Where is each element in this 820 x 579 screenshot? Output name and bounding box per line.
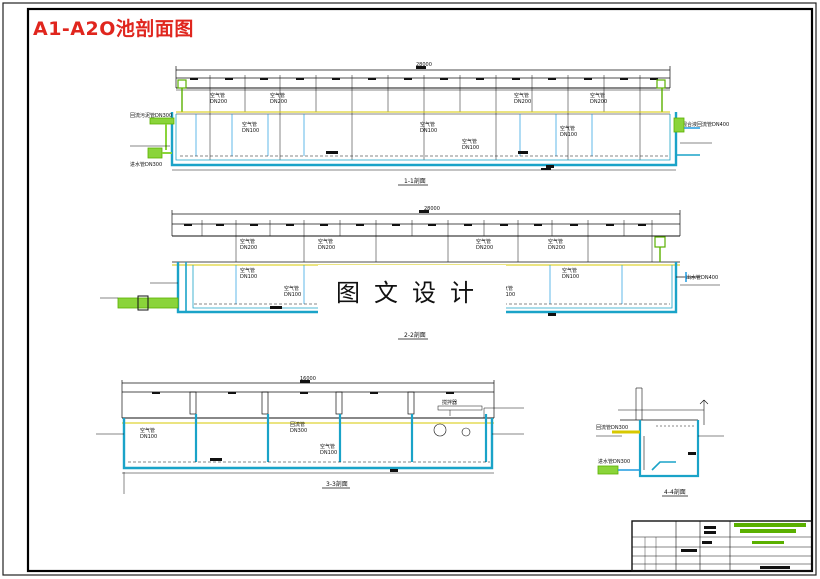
svg-text:出水管DN400: 出水管DN400 [686, 274, 718, 281]
svg-text:空气管: 空气管 [562, 267, 577, 274]
svg-text:DN200: DN200 [590, 99, 607, 105]
svg-text:28000: 28000 [424, 206, 440, 212]
title-block [631, 520, 813, 572]
svg-text:DN200: DN200 [514, 99, 531, 105]
svg-text:空气管: 空气管 [240, 267, 255, 274]
svg-text:DN100: DN100 [240, 274, 257, 280]
svg-text:回流污泥管DN300: 回流污泥管DN300 [130, 112, 172, 119]
svg-text:空气管: 空气管 [548, 238, 563, 245]
section-4-label: 4-4剖面 [664, 489, 686, 496]
section-3-label: 3-3剖面 [326, 481, 348, 488]
svg-text:DN200: DN200 [270, 99, 287, 105]
drawing-frame [26, 7, 814, 573]
svg-text:28000: 28000 [416, 62, 432, 68]
svg-text:空气管: 空气管 [462, 138, 477, 145]
svg-text:DN100: DN100 [560, 132, 577, 138]
svg-text:空气管: 空气管 [476, 238, 491, 245]
svg-text:DN100: DN100 [462, 145, 479, 151]
svg-text:空气管: 空气管 [560, 125, 575, 132]
svg-text:空气管: 空气管 [270, 92, 285, 99]
svg-text:搅拌器: 搅拌器 [442, 399, 457, 406]
svg-text:DN200: DN200 [318, 245, 335, 251]
svg-text:空气管: 空气管 [514, 92, 529, 99]
svg-text:空气管: 空气管 [318, 238, 333, 245]
section-2-label: 2-2剖面 [404, 332, 426, 339]
svg-text:空气管: 空气管 [284, 285, 299, 292]
svg-text:16000: 16000 [300, 376, 316, 382]
page-title: A1-A2O池剖面图 [33, 18, 194, 40]
svg-text:DN100: DN100 [284, 292, 301, 298]
svg-text:空气管: 空气管 [210, 92, 225, 99]
svg-text:空气管: 空气管 [320, 443, 335, 450]
svg-text:DN100: DN100 [242, 128, 259, 134]
svg-text:DN100: DN100 [320, 450, 337, 456]
svg-text:空气管: 空气管 [590, 92, 605, 99]
svg-text:进水管DN300: 进水管DN300 [598, 458, 630, 465]
svg-text:DN200: DN200 [548, 245, 565, 251]
svg-text:DN100: DN100 [140, 434, 157, 440]
svg-text:DN100: DN100 [420, 128, 437, 134]
svg-text:空气管: 空气管 [420, 121, 435, 128]
watermark: 图文设计 [318, 265, 506, 315]
svg-text:混合液回流管DN400: 混合液回流管DN400 [682, 121, 729, 128]
svg-text:DN100: DN100 [498, 292, 515, 298]
svg-text:DN200: DN200 [210, 99, 227, 105]
svg-text:DN200: DN200 [476, 245, 493, 251]
svg-text:空气管: 空气管 [242, 121, 257, 128]
svg-text:DN200: DN200 [240, 245, 257, 251]
svg-text:DN100: DN100 [562, 274, 579, 280]
svg-text:空气管: 空气管 [140, 427, 155, 434]
section-4-drawing: 回流管DN300 进水管DN300 [596, 387, 724, 497]
svg-text:回流管: 回流管 [290, 421, 305, 428]
svg-text:空气管: 空气管 [240, 238, 255, 245]
svg-text:进水管DN300: 进水管DN300 [130, 161, 162, 168]
svg-text:DN300: DN300 [290, 428, 307, 434]
section-1-label: 1-1剖面 [404, 178, 426, 185]
svg-text:回流管DN300: 回流管DN300 [596, 424, 628, 431]
